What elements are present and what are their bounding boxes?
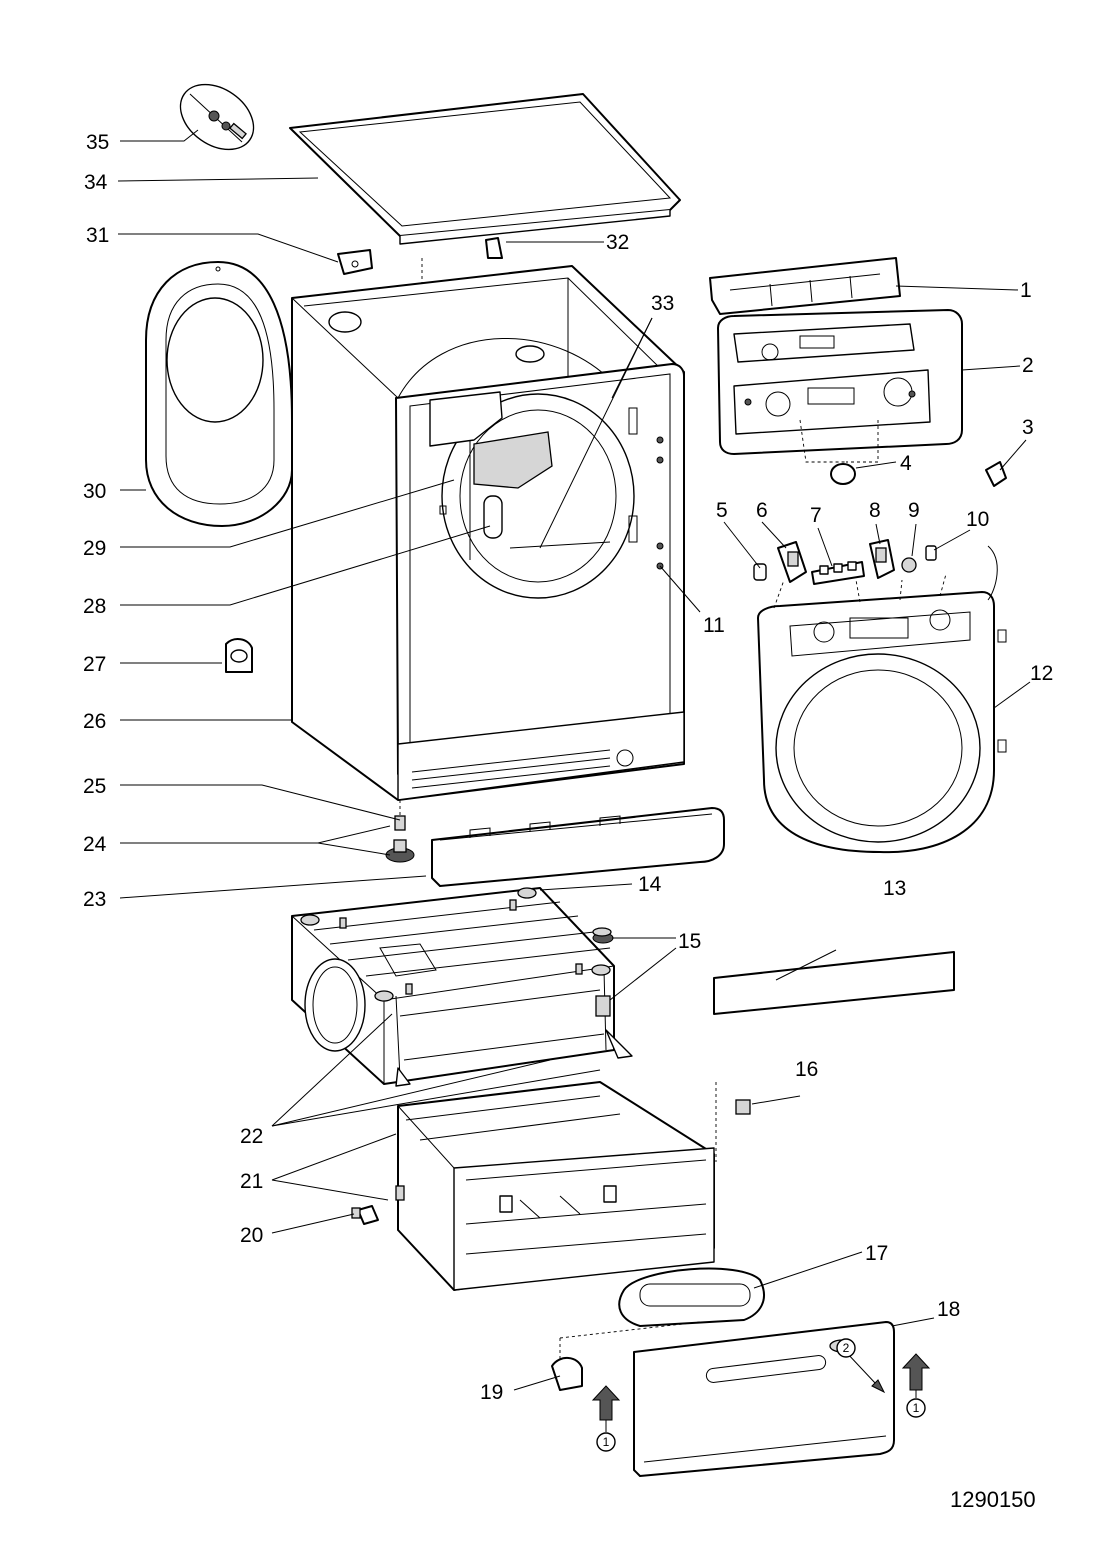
callout-8: 8	[869, 499, 881, 522]
part-22-slide-rails	[395, 1029, 633, 1087]
part-9-knob	[901, 557, 917, 573]
part-5-button	[753, 563, 767, 581]
callout-35: 35	[86, 131, 109, 154]
part-11-front-panel	[395, 363, 685, 801]
part-24-foot	[385, 839, 415, 863]
part-15-feet	[592, 927, 614, 1017]
part-16-clip	[735, 1099, 751, 1115]
callout-1: 1	[1020, 279, 1032, 302]
callout-3: 3	[1022, 416, 1034, 439]
part-25-spring	[394, 815, 406, 831]
leader-lines	[117, 129, 1031, 1391]
callout-33: 33	[651, 292, 674, 315]
callout-9: 9	[908, 499, 920, 522]
callout-2: 2	[1022, 354, 1034, 377]
part-12-front-panel-assembly	[757, 545, 1007, 854]
part-34-worktop	[289, 93, 681, 245]
callout-14: 14	[638, 873, 662, 896]
callout-30: 30	[83, 480, 106, 503]
callout-25: 25	[83, 775, 106, 798]
part-32-clip	[485, 237, 503, 259]
callout-19: 19	[480, 1381, 503, 1404]
callout-17: 17	[865, 1242, 888, 1265]
callout-28: 28	[83, 595, 106, 618]
part-6-switch	[777, 541, 807, 583]
part-23-plinth	[431, 807, 725, 887]
part-7-button-set	[811, 561, 865, 585]
callout-31: 31	[86, 224, 109, 247]
drawing-code: 1290150	[950, 1487, 1036, 1512]
callout-6: 6	[756, 499, 768, 522]
callout-13: 13	[883, 877, 906, 900]
callout-4: 4	[900, 452, 912, 475]
part-3-clip	[985, 461, 1007, 487]
callout-34: 34	[84, 171, 108, 194]
mounting-arrows	[591, 1338, 931, 1452]
callout-24: 24	[83, 833, 107, 856]
part-31-clip	[337, 249, 373, 275]
part-20-bolt	[351, 1205, 379, 1225]
part-14-foot-pads	[300, 887, 611, 1002]
part-1-panel-top	[709, 257, 901, 315]
callout-20: 20	[240, 1224, 263, 1247]
callout-10: 10	[966, 508, 989, 531]
callout-15: 15	[678, 930, 701, 953]
callout-23: 23	[83, 888, 106, 911]
callout-26: 26	[83, 710, 106, 733]
part-13-strip	[713, 951, 955, 1015]
callout-32: 32	[606, 231, 629, 254]
callout-18: 18	[937, 1298, 960, 1321]
part-8-switch	[869, 539, 895, 579]
callout-21: 21	[240, 1170, 263, 1193]
part-35-screw-kit	[179, 83, 255, 151]
callout-29: 29	[83, 537, 106, 560]
callout-27: 27	[83, 653, 106, 676]
part-21-drawer-body	[395, 1081, 715, 1291]
callout-7: 7	[810, 504, 822, 527]
part-4-knob	[830, 463, 856, 485]
part-10-button	[925, 545, 937, 561]
arrow-marker-left: 1	[603, 1435, 610, 1449]
callout-5: 5	[716, 499, 728, 522]
callout-22: 22	[240, 1125, 263, 1148]
part-17-handle	[618, 1267, 765, 1327]
badge-marker: 2	[843, 1341, 850, 1355]
part-2-control-board	[717, 309, 963, 455]
callout-12: 12	[1030, 662, 1053, 685]
callout-16: 16	[795, 1058, 818, 1081]
arrow-marker-right: 1	[913, 1401, 920, 1415]
callout-11: 11	[703, 614, 725, 637]
part-30-rear-panel	[145, 261, 293, 527]
part-27-bracket	[225, 638, 253, 673]
part-22-pedestal-frame	[291, 887, 615, 1085]
part-19-clip	[551, 1357, 583, 1391]
